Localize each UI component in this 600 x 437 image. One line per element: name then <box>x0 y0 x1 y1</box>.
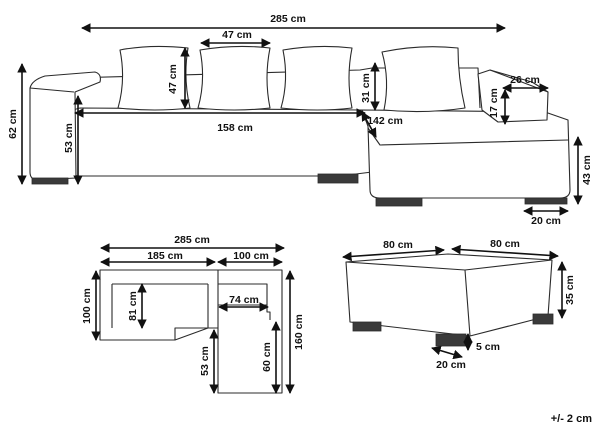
label-plan-chaise-inner-width: 74 cm <box>229 294 259 306</box>
label-seat-height: 53 cm <box>63 123 75 153</box>
ottoman-foot <box>532 313 554 325</box>
sofa-foot <box>317 173 359 184</box>
sofa-foot <box>524 197 568 205</box>
label-seat-width: 158 cm <box>217 122 253 134</box>
label-chaise-length: 142 cm <box>367 115 403 127</box>
label-cushion-width: 47 cm <box>222 29 252 41</box>
cushion-1 <box>117 45 191 111</box>
sofa-illustration <box>29 45 571 207</box>
label-ottoman-leg-height: 5 cm <box>476 341 500 353</box>
label-plan-total-length: 160 cm <box>293 314 305 350</box>
label-ottoman-height: 35 cm <box>564 275 576 305</box>
label-plan-chaise-width: 100 cm <box>233 250 269 262</box>
label-plan-chaise-inner-length: 60 cm <box>261 342 273 372</box>
sofa-right-arm <box>477 69 549 123</box>
label-ottoman-width: 80 cm <box>383 239 413 251</box>
floor-plan-outline <box>99 269 283 394</box>
ottoman-foot <box>352 321 382 332</box>
floor-plan: 285 cm 185 cm 100 cm 100 cm 81 cm 74 cm … <box>81 234 305 394</box>
sofa-dimensions: 285 cm 47 cm 47 cm 31 cm 26 cm 17 cm 62 … <box>7 13 593 227</box>
dim-line-ottoman-width <box>342 245 445 262</box>
label-backrest-height: 31 cm <box>360 73 372 103</box>
label-arm-width: 26 cm <box>510 74 540 86</box>
label-total-width: 285 cm <box>270 13 306 25</box>
sofa-foot <box>31 177 69 185</box>
label-plan-depth: 100 cm <box>81 288 93 324</box>
label-plan-main-width: 185 cm <box>147 250 183 262</box>
tolerance-note: +/- 2 cm <box>551 413 592 425</box>
dim-line-ottoman-leg-width <box>431 345 463 360</box>
label-plan-inner-depth: 81 cm <box>127 291 139 321</box>
ottoman-foot <box>435 333 467 347</box>
label-overall-height: 62 cm <box>7 109 19 139</box>
dim-line-ottoman-depth <box>451 244 559 261</box>
label-plan-chaise-end-depth: 53 cm <box>199 346 211 376</box>
cushion-2 <box>197 45 271 111</box>
cushion-3 <box>280 45 353 111</box>
ottoman: 80 cm 80 cm 35 cm 5 cm 20 cm <box>342 238 576 371</box>
sofa-seat <box>69 107 373 177</box>
label-chaise-height: 43 cm <box>581 155 593 185</box>
label-cushion-height: 47 cm <box>167 64 179 94</box>
cushion-4 <box>381 46 466 113</box>
dim-line-chaise-length <box>361 111 377 138</box>
sofa-foot <box>375 197 423 207</box>
label-plan-total-width: 285 cm <box>174 234 210 246</box>
label-leg-width: 20 cm <box>531 215 561 227</box>
label-ottoman-depth: 80 cm <box>490 238 520 250</box>
label-arm-height: 17 cm <box>488 88 500 118</box>
label-ottoman-leg-width: 20 cm <box>436 359 466 371</box>
